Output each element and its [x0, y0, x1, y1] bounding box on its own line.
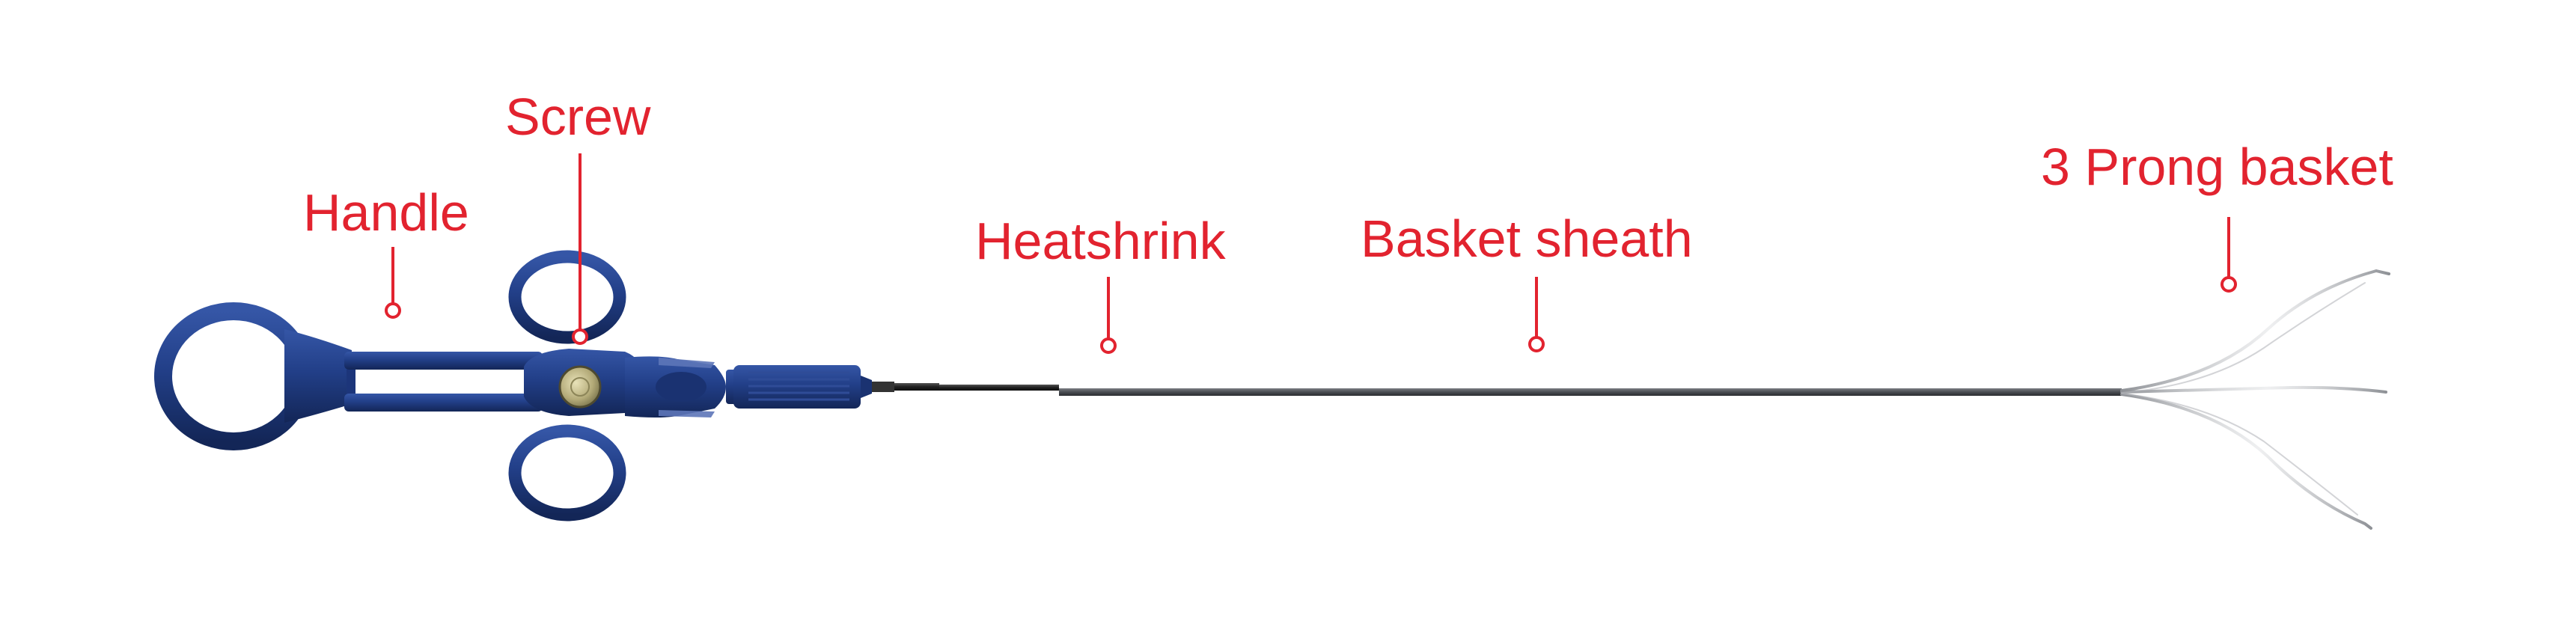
handle [154, 302, 543, 450]
lower-finger-ring [508, 424, 626, 521]
handle-leader-dot [385, 302, 401, 319]
handle-rail-top [344, 352, 543, 370]
handle-thumb-ring [154, 302, 313, 450]
basket-sheath-label: Basket sheath [1361, 209, 1693, 268]
prong-basket [2120, 269, 2390, 530]
spool-assembly [508, 250, 726, 521]
prong-bottom [2120, 393, 2372, 530]
prong-basket-label: 3 Prong basket [2041, 138, 2393, 196]
prong-top [2120, 269, 2390, 392]
upper-finger-ring [508, 250, 626, 344]
handle-neck [284, 329, 352, 423]
grip-collar [726, 365, 872, 409]
basket-sheath [1059, 388, 2122, 396]
handle-label: Handle [303, 183, 469, 242]
basket-leader-dot [2221, 276, 2237, 293]
callout-leaders [385, 153, 2237, 354]
screw [558, 365, 602, 409]
heatshrink [872, 382, 1059, 392]
heatshrink-leader-dot [1100, 337, 1117, 354]
handle-rail-bottom [344, 394, 543, 412]
prong-middle [2120, 385, 2387, 394]
screw-leader-dot [572, 328, 588, 345]
sheath-leader-dot [1528, 336, 1545, 352]
heatshrink-label: Heatshrink [975, 212, 1227, 270]
screw-label: Screw [505, 88, 651, 146]
